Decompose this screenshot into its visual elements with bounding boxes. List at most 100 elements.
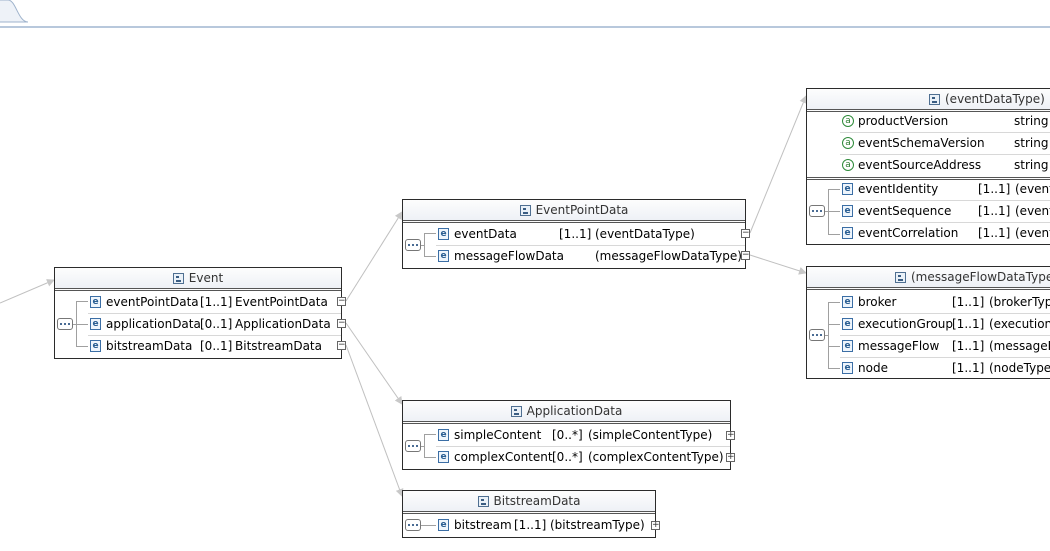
element-cardinality: [1..1] bbox=[952, 295, 985, 309]
expand-toggle-simplecontent[interactable]: + bbox=[726, 430, 735, 440]
element-icon: e bbox=[438, 519, 449, 531]
collapse-toggle-eventdata[interactable]: − bbox=[741, 228, 750, 238]
element-type: (eventDataType) bbox=[595, 227, 695, 241]
element-cardinality: [1..1] bbox=[514, 518, 547, 532]
connector bbox=[424, 434, 425, 457]
connector bbox=[76, 301, 77, 346]
eventdatatype-row-eventcorrelation[interactable]: e eventCorrelation [1..1] (event( bbox=[807, 222, 1050, 244]
applicationdata-row-simplecontent[interactable]: e simpleContent [0..*] (simpleContentTyp… bbox=[403, 424, 730, 446]
event-row-bitstreamdata[interactable]: e bitstreamData [0..1] BitstreamData bbox=[55, 335, 341, 357]
eventdatatype-header: (eventDataType) bbox=[807, 89, 1050, 112]
element-type: BitstreamData bbox=[235, 339, 322, 353]
event-element-box[interactable]: Event e eventPointData [1..1] EventPoint… bbox=[54, 267, 342, 359]
messageflowdatatype-title: (messageFlowDataType) bbox=[911, 270, 1050, 284]
event-header: Event bbox=[55, 268, 341, 291]
sequence-icon[interactable] bbox=[405, 440, 421, 452]
complex-type-icon bbox=[519, 205, 531, 216]
edge-event-to-applicationdata bbox=[345, 322, 403, 405]
complex-type-icon bbox=[510, 406, 522, 417]
event-title: Event bbox=[188, 271, 224, 285]
connector bbox=[424, 233, 436, 234]
eventpointdata-row-messageflowdata[interactable]: e messageFlowData (messageFlowDataType) bbox=[403, 245, 745, 267]
sequence-icon[interactable] bbox=[809, 205, 825, 217]
element-name: complexContent bbox=[454, 450, 553, 464]
messageflowdatatype-row-node[interactable]: e node [1..1] (nodeType) bbox=[807, 357, 1050, 379]
sequence-icon[interactable] bbox=[809, 329, 825, 341]
connector bbox=[76, 324, 88, 325]
edge-event-to-eventpointdata bbox=[345, 211, 403, 302]
element-type: (complexContentType) bbox=[588, 450, 724, 464]
row-divider bbox=[840, 357, 1050, 358]
eventpointdata-type-box[interactable]: EventPointData e eventData [1..1] (event… bbox=[402, 199, 746, 269]
connector bbox=[828, 346, 840, 347]
element-type: (simpleContentType) bbox=[588, 428, 713, 442]
edge-eventdata-to-eventdatatype bbox=[749, 95, 808, 234]
element-cardinality: [1..1] bbox=[200, 295, 233, 309]
element-name: eventIdentity bbox=[858, 182, 939, 196]
collapse-toggle-messageflowdata[interactable]: − bbox=[741, 250, 750, 260]
connector bbox=[828, 368, 840, 369]
attribute-row-eventsourceaddress[interactable]: a eventSourceAddress string bbox=[807, 154, 1050, 176]
applicationdata-title: ApplicationData bbox=[526, 404, 623, 418]
connector bbox=[73, 324, 76, 325]
eventdatatype-box[interactable]: (eventDataType) a productVersion string … bbox=[806, 88, 1050, 245]
attribute-type: string bbox=[1014, 136, 1049, 150]
element-cardinality: [0..1] bbox=[200, 339, 233, 353]
messageflowdatatype-box[interactable]: (messageFlowDataType) e broker [1..1] (b… bbox=[806, 266, 1050, 379]
expand-toggle-complexcontent[interactable]: + bbox=[726, 452, 735, 462]
collapse-toggle-bitstreamdata[interactable]: − bbox=[337, 340, 346, 350]
messageflowdatatype-row-executiongroup[interactable]: e executionGroup [1..1] (executionG bbox=[807, 313, 1050, 335]
attribute-row-productversion[interactable]: a productVersion string bbox=[807, 110, 1050, 132]
connector bbox=[828, 211, 840, 212]
collapse-toggle-eventpointdata[interactable]: − bbox=[337, 296, 346, 306]
sequence-icon[interactable] bbox=[405, 239, 421, 251]
bitstreamdata-type-box[interactable]: BitstreamData e bitstream [1..1] (bitstr… bbox=[402, 490, 656, 538]
element-type: EventPointData bbox=[235, 295, 328, 309]
element-icon: e bbox=[438, 451, 449, 463]
connector bbox=[828, 324, 840, 325]
messageflowdatatype-header: (messageFlowDataType) bbox=[807, 267, 1050, 290]
applicationdata-row-complexcontent[interactable]: e complexContent [0..*] (complexContentT… bbox=[403, 446, 730, 468]
attribute-icon: a bbox=[842, 115, 854, 127]
element-icon: e bbox=[90, 340, 101, 352]
complex-type-icon bbox=[477, 496, 489, 507]
collapse-toggle-applicationdata[interactable]: − bbox=[337, 318, 346, 328]
attribute-icon: a bbox=[842, 137, 854, 149]
row-divider bbox=[840, 222, 1050, 223]
eventdatatype-row-eventidentity[interactable]: e eventIdentity [1..1] (eventI bbox=[807, 178, 1050, 200]
connector bbox=[825, 335, 828, 336]
row-divider bbox=[436, 245, 745, 246]
editor-tab-bar bbox=[0, 0, 1050, 28]
messageflowdatatype-row-messageflow[interactable]: e messageFlow [1..1] (messageFlo bbox=[807, 335, 1050, 357]
eventdatatype-row-eventsequence[interactable]: e eventSequence [1..1] (eventS bbox=[807, 200, 1050, 222]
element-name: bitstream bbox=[454, 518, 512, 532]
row-divider bbox=[840, 154, 1050, 155]
expand-toggle-bitstream[interactable]: + bbox=[651, 520, 660, 530]
applicationdata-type-box[interactable]: ApplicationData e simpleContent [0..*] (… bbox=[402, 400, 731, 470]
connector bbox=[424, 457, 436, 458]
attribute-name: eventSourceAddress bbox=[858, 158, 982, 172]
attribute-row-eventschemaversion[interactable]: a eventSchemaVersion string bbox=[807, 132, 1050, 154]
row-divider bbox=[88, 313, 341, 314]
row-divider bbox=[840, 132, 1050, 133]
sequence-icon[interactable] bbox=[57, 318, 73, 330]
eventpointdata-title: EventPointData bbox=[535, 203, 629, 217]
attribute-type: string bbox=[1014, 158, 1049, 172]
element-icon: e bbox=[842, 318, 853, 330]
sequence-icon[interactable] bbox=[405, 519, 421, 531]
element-name: eventSequence bbox=[858, 204, 952, 218]
event-row-applicationdata[interactable]: e applicationData [0..1] ApplicationData bbox=[55, 313, 341, 335]
element-name: node bbox=[858, 361, 888, 375]
bitstreamdata-row-bitstream[interactable]: e bitstream [1..1] (bitstreamType) bbox=[403, 514, 655, 536]
complex-type-icon bbox=[895, 272, 906, 283]
bitstreamdata-header: BitstreamData bbox=[403, 491, 655, 514]
element-icon: e bbox=[842, 296, 853, 308]
attribute-name: productVersion bbox=[858, 114, 949, 128]
element-cardinality: [1..1] bbox=[952, 361, 985, 375]
element-name: bitstreamData bbox=[106, 339, 193, 353]
event-row-eventpointdata[interactable]: e eventPointData [1..1] EventPointData bbox=[55, 291, 341, 313]
connector bbox=[421, 245, 424, 246]
eventpointdata-row-eventdata[interactable]: e eventData [1..1] (eventDataType) bbox=[403, 223, 745, 245]
